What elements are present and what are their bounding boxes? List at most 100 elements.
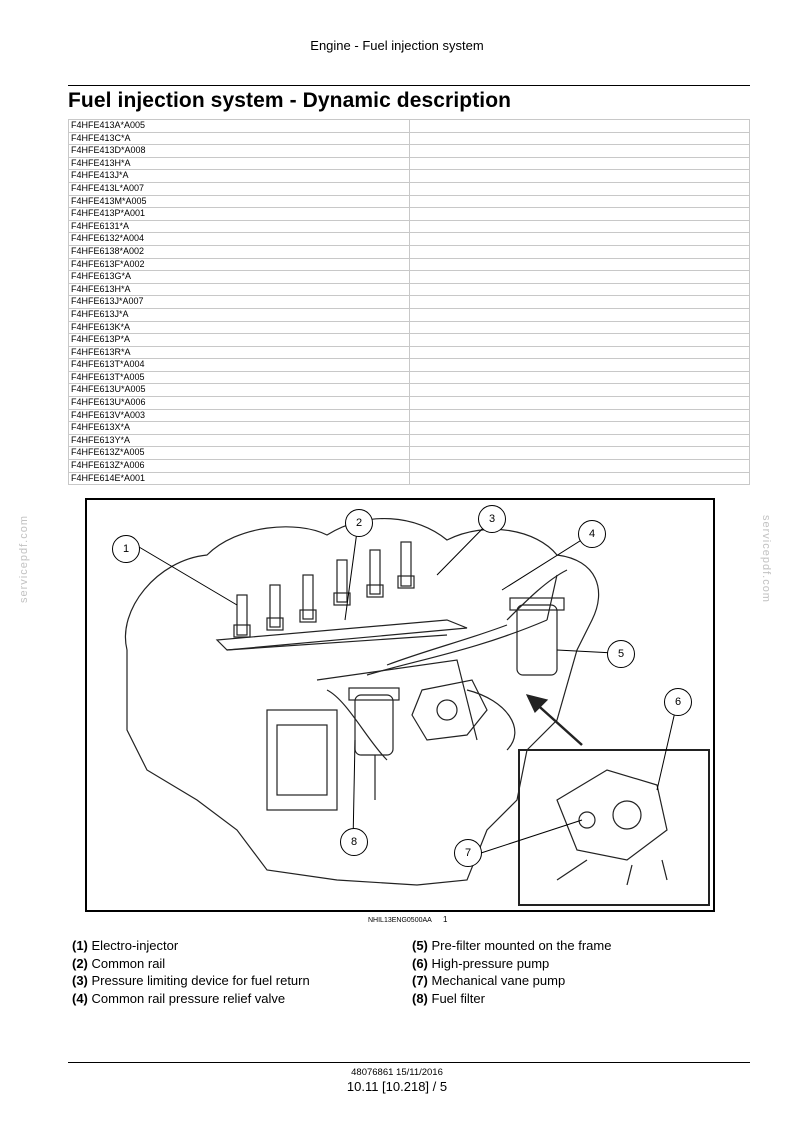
empty-cell xyxy=(409,257,750,272)
table-row: F4HFE613K*A xyxy=(68,320,750,335)
model-code-cell: F4HFE613R*A xyxy=(68,345,410,360)
model-code-cell: F4HFE613Z*A005 xyxy=(68,446,410,461)
empty-cell xyxy=(409,370,750,385)
table-row: F4HFE613J*A007 xyxy=(68,295,750,309)
table-row: F4HFE613U*A006 xyxy=(68,396,750,410)
legend-item: (2) Common rail xyxy=(72,955,166,971)
footer-page-number: 10.11 [10.218] / 5 xyxy=(346,1079,448,1094)
empty-cell xyxy=(409,408,750,423)
legend-column-right: (5) Pre-filter mounted on the frame (6) … xyxy=(412,937,611,1007)
model-code-cell: F4HFE6132*A004 xyxy=(68,232,410,246)
empty-cell xyxy=(409,207,750,221)
empty-cell xyxy=(409,270,750,284)
empty-cell xyxy=(409,169,750,183)
empty-cell xyxy=(409,396,750,410)
footer-rule xyxy=(68,1062,750,1063)
empty-cell xyxy=(409,282,750,297)
empty-cell xyxy=(409,156,750,171)
table-row: F4HFE613T*A005 xyxy=(68,370,750,385)
model-code-cell: F4HFE613T*A005 xyxy=(68,370,410,385)
callout-4: 4 xyxy=(578,520,606,548)
legend-item: (8) Fuel filter xyxy=(412,990,485,1006)
table-row: F4HFE613P*A xyxy=(68,333,750,347)
empty-cell xyxy=(409,194,750,209)
empty-cell xyxy=(409,333,750,347)
table-row: F4HFE413A*A005 xyxy=(68,119,750,133)
ecu-shape xyxy=(266,709,338,811)
empty-cell xyxy=(409,459,750,473)
model-code-cell: F4HFE613U*A006 xyxy=(68,396,410,410)
legend-item: (4) Common rail pressure relief valve xyxy=(72,990,286,1006)
model-code-cell: F4HFE613K*A xyxy=(68,320,410,335)
model-code-cell: F4HFE413J*A xyxy=(68,169,410,183)
model-code-cell: F4HFE613T*A004 xyxy=(68,358,410,372)
legend-column-left: (1) Electro-injector (2) Common rail (3)… xyxy=(72,937,310,1007)
empty-cell xyxy=(409,433,750,448)
empty-cell xyxy=(409,421,750,435)
model-code-cell: F4HFE413A*A005 xyxy=(68,119,410,133)
figure-caption: NHIL13ENG0500AA xyxy=(368,917,432,924)
callout-7: 7 xyxy=(454,839,482,867)
table-row: F4HFE613T*A004 xyxy=(68,358,750,372)
table-row: F4HFE413C*A xyxy=(68,131,750,146)
model-code-cell: F4HFE613Z*A006 xyxy=(68,459,410,473)
model-code-cell: F4HFE413D*A008 xyxy=(68,144,410,158)
table-row: F4HFE413L*A007 xyxy=(68,181,750,196)
empty-cell xyxy=(409,119,750,133)
legend-item: (6) High-pressure pump xyxy=(412,955,550,971)
model-code-cell: F4HFE613G*A xyxy=(68,270,410,284)
pump-shape xyxy=(411,679,488,741)
model-code-cell: F4HFE413P*A001 xyxy=(68,207,410,221)
page-title: Fuel injection system - Dynamic descript… xyxy=(68,89,512,112)
model-code-cell: F4HFE613V*A003 xyxy=(68,408,410,423)
empty-cell xyxy=(409,219,750,234)
injector-group xyxy=(233,541,415,638)
callout-6: 6 xyxy=(664,688,692,716)
header-rule xyxy=(68,85,750,86)
callout-8: 8 xyxy=(340,828,368,856)
callout-3: 3 xyxy=(478,505,506,533)
model-code-cell: F4HFE614E*A001 xyxy=(68,471,410,486)
table-row: F4HFE613R*A xyxy=(68,345,750,360)
table-row: F4HFE613U*A005 xyxy=(68,383,750,398)
watermark-right: servicepdf.com xyxy=(760,515,772,603)
empty-cell xyxy=(409,295,750,309)
model-code-cell: F4HFE613J*A xyxy=(68,307,410,322)
table-row: F4HFE613H*A xyxy=(68,282,750,297)
table-row: F4HFE613J*A xyxy=(68,307,750,322)
model-code-cell: F4HFE613X*A xyxy=(68,421,410,435)
table-row: F4HFE413M*A005 xyxy=(68,194,750,209)
table-row: F4HFE613V*A003 xyxy=(68,408,750,423)
model-code-cell: F4HFE413C*A xyxy=(68,131,410,146)
table-row: F4HFE613Z*A005 xyxy=(68,446,750,461)
table-row: F4HFE613F*A002 xyxy=(68,257,750,272)
empty-cell xyxy=(409,383,750,398)
watermark-left: servicepdf.com xyxy=(18,515,30,603)
empty-cell xyxy=(409,320,750,335)
model-code-cell: F4HFE6138*A002 xyxy=(68,244,410,259)
empty-cell xyxy=(409,181,750,196)
fuel-filter-shape xyxy=(354,694,394,756)
model-code-cell: F4HFE413L*A007 xyxy=(68,181,410,196)
callout-2: 2 xyxy=(345,509,373,537)
callout-5: 5 xyxy=(607,640,635,668)
table-row: F4HFE613X*A xyxy=(68,421,750,435)
running-header: Engine - Fuel injection system xyxy=(310,38,484,53)
table-row: F4HFE413D*A008 xyxy=(68,144,750,158)
empty-cell xyxy=(409,358,750,372)
model-code-cell: F4HFE413H*A xyxy=(68,156,410,171)
table-row: F4HFE613G*A xyxy=(68,270,750,284)
engine-outline xyxy=(124,518,600,886)
model-code-cell: F4HFE613U*A005 xyxy=(68,383,410,398)
pre-filter-shape xyxy=(516,604,558,676)
empty-cell xyxy=(409,144,750,158)
empty-cell xyxy=(409,446,750,461)
legend-item: (7) Mechanical vane pump xyxy=(412,973,566,988)
table-row: F4HFE6138*A002 xyxy=(68,244,750,259)
table-row: F4HFE413P*A001 xyxy=(68,207,750,221)
legend-item: (3) Pressure limiting device for fuel re… xyxy=(72,973,310,988)
empty-cell xyxy=(409,244,750,259)
legend-item: (1) Electro-injector xyxy=(72,938,179,953)
model-code-cell: F4HFE413M*A005 xyxy=(68,194,410,209)
